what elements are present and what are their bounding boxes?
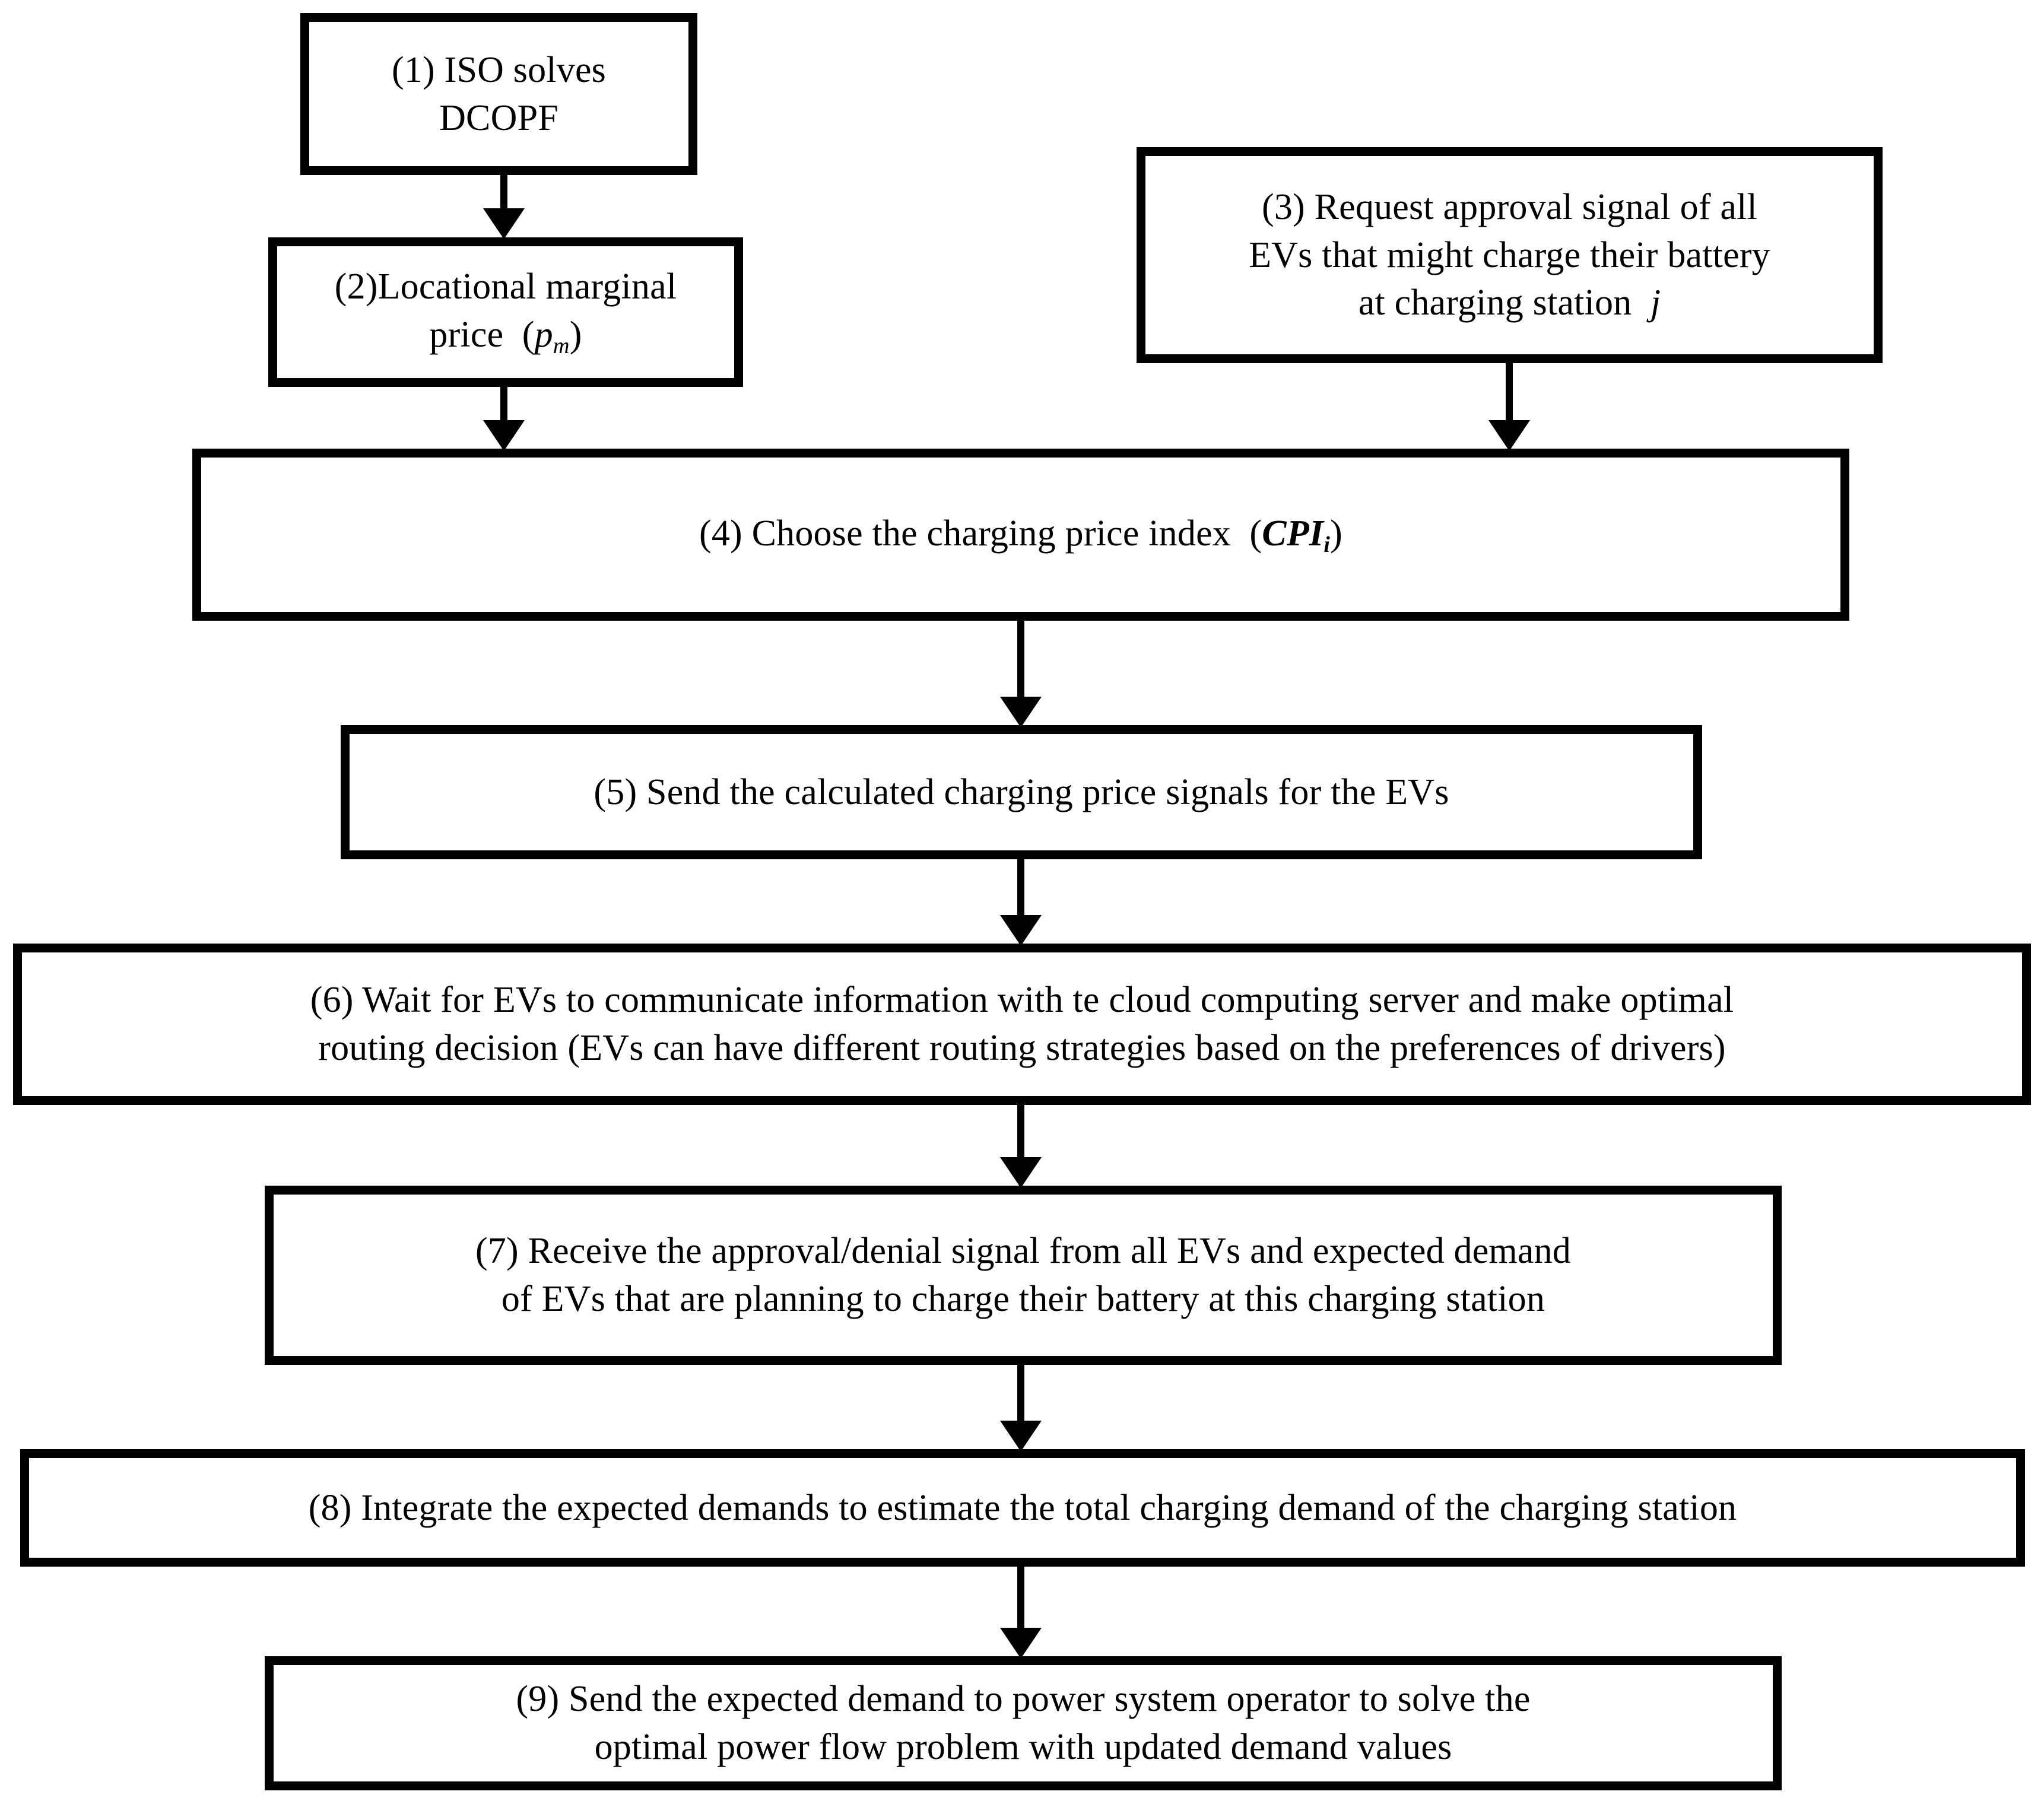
arrow-shaft (1017, 1105, 1024, 1157)
arrow-shaft (500, 175, 507, 208)
flowchart-node-8[interactable]: (8) Integrate the expected demands to es… (20, 1449, 2025, 1567)
arrow-shaft (1017, 859, 1024, 915)
arrowhead-down-icon (483, 208, 525, 239)
node-7-label: (7) Receive the approval/denial signal f… (475, 1231, 1571, 1319)
arrowhead-down-icon (483, 420, 525, 451)
flowchart-node-5[interactable]: (5) Send the calculated charging price s… (341, 725, 1702, 859)
arrow-node8-to-node9 (1000, 1567, 1042, 1659)
node-6-label: (6) Wait for EVs to communicate informat… (310, 980, 1734, 1068)
arrow-node4-to-node5 (1000, 621, 1042, 728)
node-8-label: (8) Integrate the expected demands to es… (308, 1487, 1737, 1528)
arrow-node1-to-node2 (483, 175, 525, 239)
symbol-p: p (534, 314, 553, 355)
arrowhead-down-icon (1000, 1157, 1042, 1188)
symbol-cpi-subscript: i (1323, 532, 1331, 557)
symbol-p-subscript: m (553, 333, 570, 358)
arrowhead-down-icon (1000, 1628, 1042, 1659)
arrow-shaft (1017, 1365, 1024, 1421)
arrowhead-down-icon (1000, 1421, 1042, 1452)
arrow-node2-to-node4 (483, 387, 525, 451)
flowchart-node-7[interactable]: (7) Receive the approval/denial signal f… (265, 1186, 1782, 1365)
arrow-node5-to-node6 (1000, 859, 1042, 946)
flowchart-node-6[interactable]: (6) Wait for EVs to communicate informat… (13, 944, 2031, 1105)
arrow-shaft (500, 387, 507, 420)
flowchart-node-4[interactable]: (4) Choose the charging price index (CPI… (192, 449, 1849, 621)
arrowhead-down-icon (1488, 420, 1530, 451)
node-9-label: (9) Send the expected demand to power sy… (516, 1679, 1531, 1767)
arrow-node7-to-node8 (1000, 1365, 1042, 1452)
node-5-label: (5) Send the calculated charging price s… (593, 771, 1449, 812)
symbol-j: j (1650, 282, 1661, 323)
arrow-shaft (1017, 1567, 1024, 1628)
arrow-shaft (1506, 363, 1513, 420)
arrowhead-down-icon (1000, 697, 1042, 728)
arrow-node3-to-node4 (1488, 363, 1530, 451)
symbol-cpi: CPI (1262, 513, 1324, 554)
arrowhead-down-icon (1000, 915, 1042, 946)
flowchart-node-9[interactable]: (9) Send the expected demand to power sy… (265, 1656, 1782, 1790)
arrow-shaft (1017, 621, 1024, 697)
arrow-node6-to-node7 (1000, 1105, 1042, 1188)
node-4-label: (4) Choose the charging price index (CPI… (699, 513, 1342, 557)
